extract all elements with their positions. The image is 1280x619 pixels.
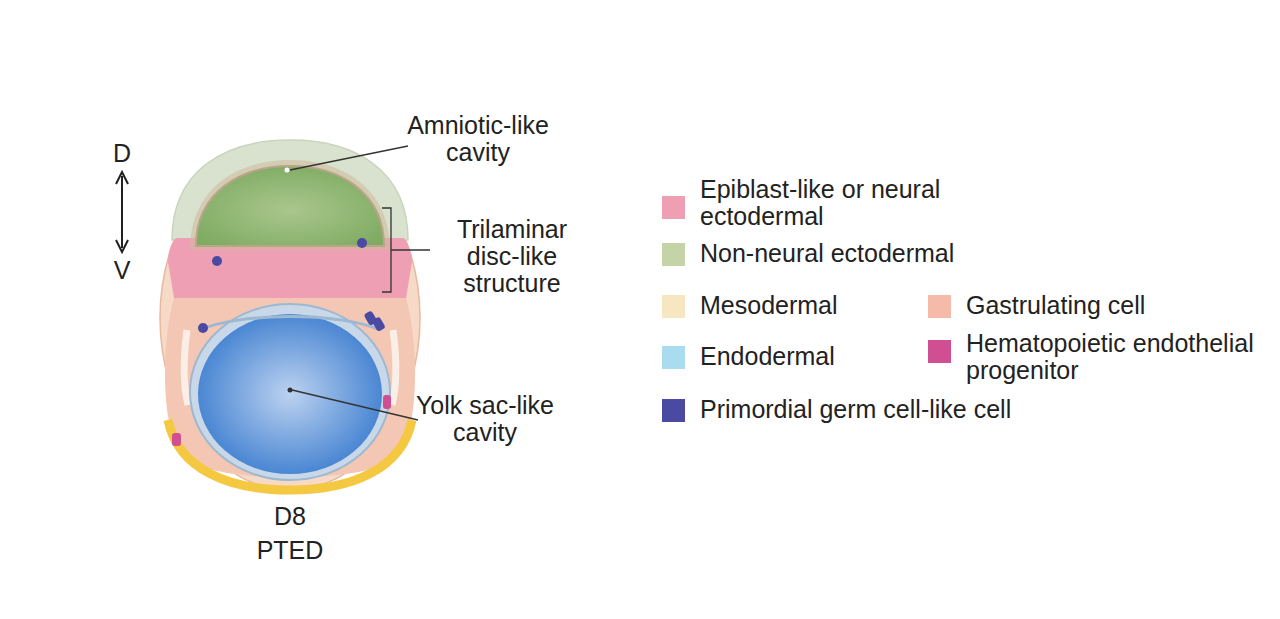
structure-label: Amniotic-like cavity [393,112,563,166]
pgc-cell [372,316,386,332]
legend-text: Epiblast-like or neural ectodermal [700,176,950,230]
bracket [382,208,391,292]
pgc-cell [198,323,208,333]
axis-arrow-head [116,240,128,252]
structure-label: Yolk sac-like cavity [390,392,580,446]
amniotic-cavity [196,166,384,246]
legend-text: Mesodermal [700,292,930,319]
pgc-cell [357,238,367,248]
hematopoietic-cell [383,395,391,409]
amniotic-wall [190,160,390,250]
legend-text: Gastrulating cell [966,292,1266,319]
legend-swatch [662,399,685,422]
yolk-roof [200,317,380,331]
yolk-wall [190,304,390,480]
yolk-cavity [198,314,382,474]
legend-text: Endodermal [700,343,930,370]
structure-label: Trilaminar disc-like structure [432,216,592,297]
legend-swatch [928,340,951,363]
leader-line [290,146,408,170]
axis-arrow [121,176,123,248]
legend-text: Non-neural ectodermal [700,240,1030,267]
pgc-cell [212,256,222,266]
legend-swatch [662,243,685,266]
axis-arrow-head [116,172,128,184]
legend-text: Hematopoietic endothelial progenitor [966,330,1271,384]
legend-text: Primordial germ cell-like cell [700,396,1180,423]
axis-label: D [102,140,142,167]
leader-line [391,249,430,250]
hematopoietic-cell [172,433,181,446]
axis-label: V [102,257,142,284]
leader-line [292,390,418,420]
legend-swatch [662,295,685,318]
stage-label: PTED [230,537,350,564]
legend-swatch [662,346,685,369]
amnion-dot [285,168,290,173]
yolk-dot [288,388,293,393]
legend-swatch [662,196,685,219]
slit [184,330,188,405]
legend-swatch [928,295,951,318]
stage-label: D8 [240,503,340,530]
slit [392,330,396,405]
mesoderm-layer [165,298,415,478]
